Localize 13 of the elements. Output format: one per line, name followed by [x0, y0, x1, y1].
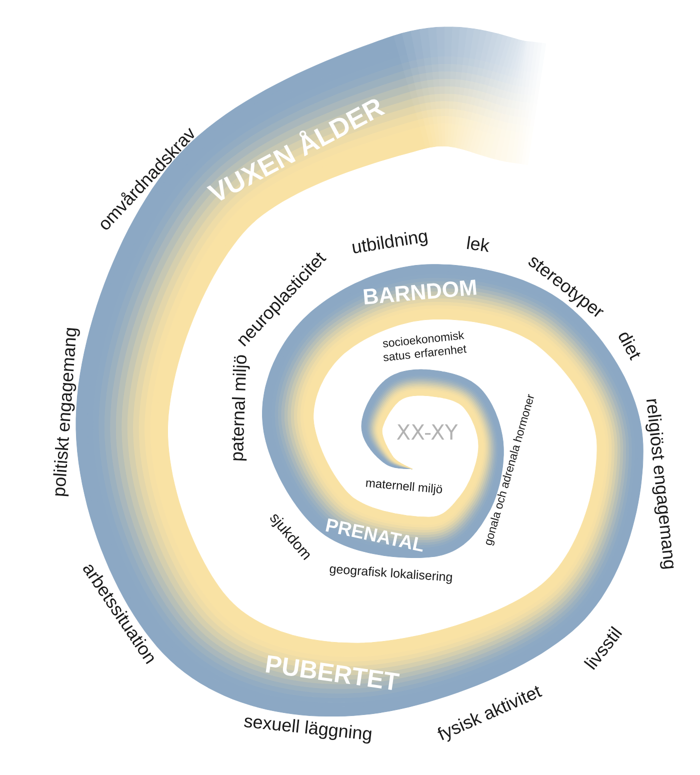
factor-label: sexuell läggning — [244, 718, 372, 744]
stage-label: PUBERTET — [266, 655, 400, 690]
factor-label: utbildning — [352, 232, 428, 254]
center-label: XX-XY — [396, 424, 458, 440]
factor-label: paternal miljö — [232, 355, 250, 461]
factor-label: religiöst engagemang — [646, 399, 674, 569]
factor-label: politiskt engagemang — [53, 328, 80, 496]
factor-label: diet — [618, 332, 640, 361]
stage-label: BARNDOM — [364, 280, 476, 304]
factor-label: lek — [466, 236, 490, 252]
factor-label: geografisk lokalisering — [330, 566, 452, 584]
factor-label: socioekonomisk satus erfarenhet — [383, 331, 467, 362]
factor-label: maternell miljö — [366, 480, 442, 496]
